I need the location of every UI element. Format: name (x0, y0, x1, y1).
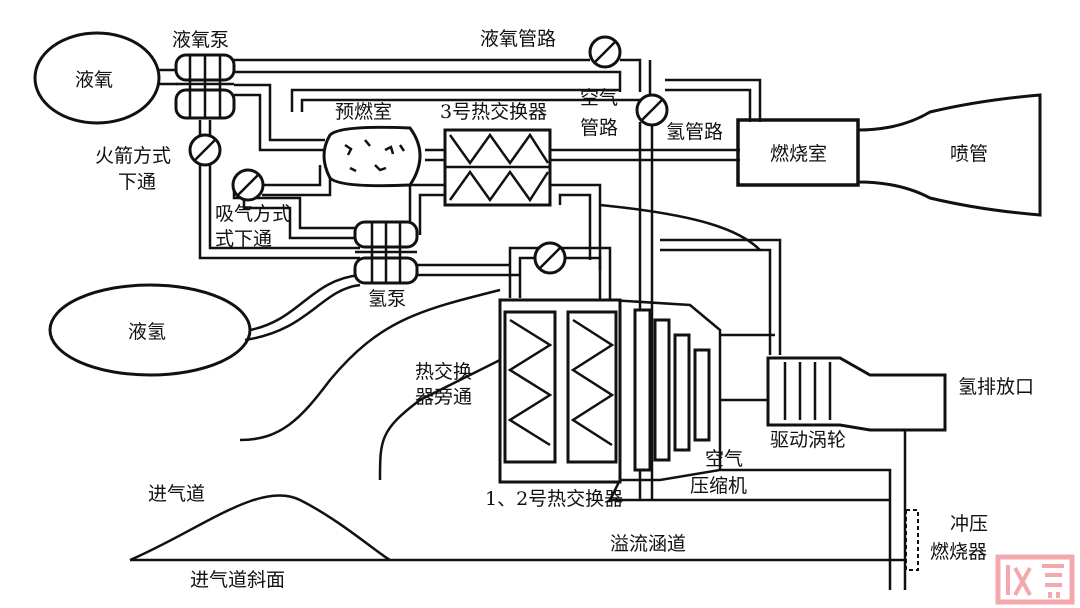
label-lox-pump: 液氧泵 (172, 29, 229, 51)
label-preburner: 预燃室 (335, 101, 392, 123)
label-airbreathing-bypass-2: 式下通 (215, 228, 272, 250)
hx12 (498, 298, 622, 484)
watermark-seal (995, 554, 1075, 605)
lox-line-valve (588, 35, 622, 69)
airbreathing-bypass-valve (231, 168, 265, 202)
label-compressor-1: 空气 (705, 448, 743, 470)
compressor (633, 308, 711, 472)
label-lox: 液氧 (75, 69, 113, 91)
label-ramjet-2: 燃烧器 (930, 541, 987, 563)
labels: 液氧 液氧泵 液氧管路 预燃室 3号热交换器 空气 管路 氢管路 燃烧室 喷管 … (75, 28, 1034, 591)
label-h2-line: 氢管路 (666, 121, 723, 143)
preburner (322, 125, 422, 188)
label-compressor-2: 压缩机 (690, 475, 747, 497)
label-inlet-ramp: 进气道斜面 (190, 569, 285, 591)
label-air-line-2: 管路 (580, 117, 618, 139)
rocket-bypass-valve (188, 133, 222, 167)
label-h2-pump: 氢泵 (368, 288, 406, 310)
label-spill-duct: 溢流涵道 (610, 533, 686, 555)
label-inlet: 进气道 (148, 483, 205, 505)
label-hx3: 3号热交换器 (440, 101, 547, 123)
label-rocket-bypass-2: 下通 (118, 171, 156, 193)
lox-tank (33, 31, 161, 125)
hx3 (443, 128, 552, 207)
label-hx-bypass-2: 器旁通 (415, 386, 472, 408)
label-lox-line: 液氧管路 (480, 28, 556, 50)
label-lh2: 液氢 (128, 321, 166, 343)
air-line-valve (635, 93, 669, 127)
label-hx-bypass-1: 热交换 (415, 361, 472, 383)
label-h2-exhaust: 氢排放口 (958, 376, 1034, 398)
h2-pump (353, 220, 419, 285)
hx-bypass-valve (533, 241, 567, 275)
flame-marks (344, 139, 406, 173)
label-turbine: 驱动涡轮 (770, 429, 846, 451)
lox-pump (174, 53, 236, 120)
valves (188, 35, 669, 275)
label-ramjet-1: 冲压 (950, 513, 988, 535)
turbine (766, 356, 947, 432)
label-nozzle: 喷管 (950, 143, 988, 165)
label-rocket-bypass-1: 火箭方式 (95, 145, 171, 167)
label-combustor: 燃烧室 (770, 143, 827, 165)
label-hx12: 1、2号热交换器 (485, 488, 623, 510)
label-airbreathing-bypass-1: 吸气方式 (215, 203, 291, 225)
label-air-line-1: 空气 (580, 87, 618, 109)
combustor-nozzle (736, 93, 1042, 217)
ramjet-injector (905, 509, 919, 571)
